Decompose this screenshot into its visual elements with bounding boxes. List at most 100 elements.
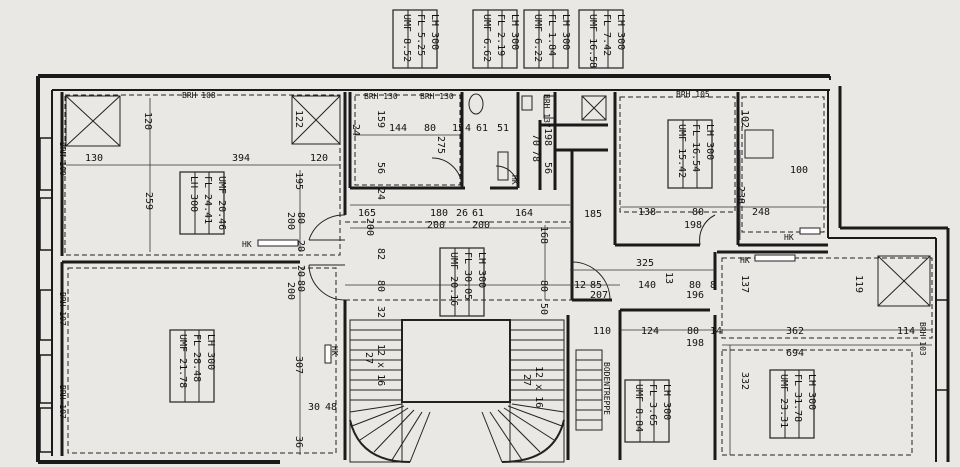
dim-61-a: 61 (476, 123, 488, 134)
dim-119: 119 (853, 275, 864, 293)
dim-32: 32 (375, 306, 386, 318)
dim-80-a: 80 (295, 212, 306, 224)
dim-80-e: 80 (538, 280, 549, 292)
labels: BRH 108 BRH 130 BRH 130 BRH 137 BRH 105 … (58, 90, 927, 419)
radiators (257, 227, 821, 364)
dim-200-e: 200 (364, 218, 375, 236)
area-table-room-top-left-row-2: FL 24.41 (202, 176, 213, 224)
dim-80-f: 80 (692, 207, 704, 218)
area-table-top-2-row-1: UMF 6.62 (481, 14, 492, 62)
dim-238: 238 (735, 186, 746, 204)
dim-325: 325 (636, 258, 654, 269)
dim-200-b: 200 (285, 282, 296, 300)
area-table-top-1-row-2: FL 5.25 (415, 14, 426, 56)
area-table-small-room-row-3: LH 300 (661, 384, 672, 420)
area-table-small-room-row-2: FL 3.65 (647, 384, 658, 426)
area-table-hall: UMF 20.16 FL 30.05 LH 300 (439, 247, 487, 317)
label-brh-137: BRH 137 (542, 94, 551, 128)
dim-30: 30 (308, 402, 320, 413)
label-hk-5: HK (510, 175, 519, 185)
dimension-lines (66, 98, 932, 455)
area-table-small-room: UMF 8.84 FL 3.65 LH 300 (624, 379, 672, 443)
area-table-top-1-row-1: UMF 8.52 (401, 14, 412, 62)
dim-26: 26 (456, 208, 468, 219)
dim-196: 196 (686, 290, 704, 301)
dim-200-c: 200 (427, 220, 445, 231)
dim-275: 275 (435, 136, 446, 154)
area-table-top-2-row-3: LH 300 (509, 14, 520, 50)
dim-248: 248 (752, 207, 770, 218)
area-table-top-4-row-2: FL 7.42 (601, 14, 612, 56)
dim-122: 122 (293, 110, 304, 128)
area-table-top-4-row-3: LH 300 (615, 14, 626, 50)
area-table-room-top-left: UMF 20.46 FL 24.41 LH 300 (179, 171, 227, 235)
dim-198-a: 198 (542, 128, 553, 146)
area-table-top-4-row-1: UMF 16.58 (587, 14, 598, 68)
shaft-boxes (65, 95, 931, 307)
dim-70: 70 (530, 134, 541, 146)
area-table-room-top-right-row-3: LH 300 (704, 124, 715, 160)
area-table-top-2-row-2: FL 2.19 (495, 14, 506, 56)
dim-56-a: 56 (375, 162, 386, 174)
dim-120-a: 120 (142, 112, 153, 130)
area-table-top-3-row-1: UMF 6.22 (532, 14, 543, 62)
dim-198-b: 198 (684, 220, 702, 231)
dim-144: 144 (389, 123, 407, 134)
area-table-hall-row-3: LH 300 (476, 252, 487, 288)
label-brh-103: BRH 103 (918, 322, 927, 356)
dimensions: 130 394 120 120 122 259 195 200 80 20 20… (85, 110, 915, 448)
label-brh-130-b: BRH 130 (420, 92, 454, 101)
dim-164: 164 (515, 208, 533, 219)
dim-100: 100 (790, 165, 808, 176)
area-table-room-top-left-row-3: LH 300 (188, 176, 199, 212)
label-hk-3: HK (784, 233, 794, 242)
dim-4: 4 (465, 123, 471, 134)
dim-165: 165 (358, 208, 376, 219)
area-table-top-4: UMF 16.58 FL 7.42 LH 300 (578, 9, 626, 69)
dim-80-g: 80 (689, 280, 701, 291)
dim-80-c: 80 (424, 123, 436, 134)
dim-48: 48 (325, 402, 337, 413)
dim-15: 15 (452, 123, 464, 134)
dim-137: 137 (739, 275, 750, 293)
area-table-room-bottom-left-row-3: LH 300 (205, 334, 216, 370)
dim-394: 394 (232, 153, 250, 164)
toilet-icon (468, 93, 484, 115)
dim-120-b: 120 (310, 153, 328, 164)
dim-12: 12 (574, 280, 586, 291)
area-table-room-top-right-row-1: UMF 15.42 (676, 124, 687, 178)
dim-110: 110 (593, 326, 611, 337)
dim-85: 85 (590, 280, 602, 291)
dim-24-a: 24 (350, 124, 361, 136)
outer-walls (36, 74, 950, 464)
area-table-top-3-row-3: LH 300 (560, 14, 571, 50)
doors (308, 157, 716, 301)
dim-51: 51 (497, 123, 509, 134)
dim-130: 130 (85, 153, 103, 164)
top-area-tables: UMF 8.52 FL 5.25 LH 300 UMF 6.62 FL 2.19… (392, 9, 626, 69)
area-table-room-bottom-right-row-1: UMF 23.31 (778, 374, 789, 428)
area-table-room-top-right-row-2: FL 16.54 (690, 124, 701, 172)
area-table-room-bottom-left-row-1: UMF 21.78 (177, 334, 188, 388)
label-brh-107-b: BRH 107 (58, 385, 67, 419)
area-table-top-1: UMF 8.52 FL 5.25 LH 300 (392, 9, 440, 69)
dim-185: 185 (584, 209, 602, 220)
dim-27-b: 27 (521, 374, 532, 386)
area-table-small-room-row-1: UMF 8.84 (633, 384, 644, 432)
area-table-top-3: UMF 6.22 FL 1.84 LH 300 (523, 9, 571, 69)
staircase (349, 319, 603, 463)
dim-20-b: 20 (295, 265, 306, 277)
label-brh-105: BRH 105 (676, 90, 710, 99)
dim-12x16-a: 12 x 16 (375, 344, 386, 386)
dim-14: 14 (710, 326, 722, 337)
dim-82: 82 (375, 248, 386, 260)
dim-207: 207 (590, 290, 608, 301)
area-table-hall-row-1: UMF 20.16 (448, 252, 459, 306)
dim-332: 332 (739, 372, 750, 390)
area-table-room-bottom-right-row-2: FL 31.78 (792, 374, 803, 422)
dim-114: 114 (897, 326, 915, 337)
area-table-room-bottom-left: UMF 21.78 FL 28.48 LH 300 (169, 329, 216, 403)
area-table-hall-row-2: FL 30.05 (462, 252, 473, 300)
dim-198-c: 198 (686, 338, 704, 349)
